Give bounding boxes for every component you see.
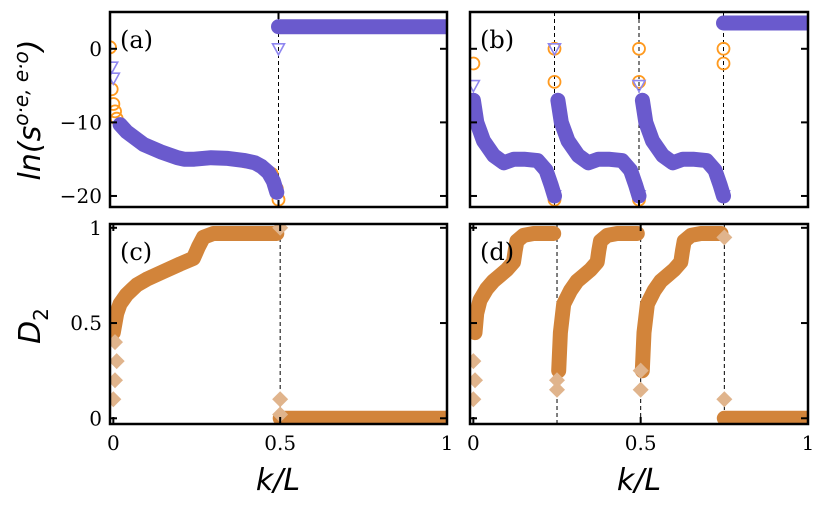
panel-d-label: (d) (480, 238, 514, 266)
data-point (110, 40, 117, 55)
y-axis-title-top-superscript: o·e, e·o (9, 51, 33, 126)
x-tick-label: 0 (107, 431, 120, 455)
y-axis-title-bottom: D2 (13, 308, 53, 344)
data-point (716, 229, 733, 246)
data-point (110, 97, 121, 111)
x-tick-label: 0.5 (264, 431, 296, 455)
panel-b: (b) (468, 10, 810, 209)
data-point (110, 391, 122, 408)
x-tick-label: 1 (441, 431, 454, 455)
y-tick-label: 0 (89, 406, 102, 430)
y-axis-title-bottom-subscript: 2 (29, 308, 53, 321)
x-tick-label: 0 (467, 431, 480, 455)
y-tick-label: −10 (60, 110, 102, 134)
series-line (550, 92, 647, 204)
x-axis-title-right: k/L (617, 463, 661, 498)
data-point (632, 41, 646, 56)
x-tick-label: 1 (802, 431, 815, 455)
data-point (272, 406, 289, 423)
y-tick-label: −20 (60, 184, 102, 208)
y-tick-label: 0 (89, 37, 102, 61)
series-line (634, 92, 731, 204)
data-point (110, 82, 119, 97)
series-line (110, 226, 285, 341)
data-point (470, 353, 482, 370)
series-line (470, 226, 562, 341)
data-point (110, 104, 122, 119)
y-axis-title-top: ln(so·e, e·o) (9, 40, 48, 181)
data-point (110, 334, 124, 351)
y-tick-label: 0.5 (70, 311, 102, 335)
panel-c-label: (c) (120, 238, 152, 266)
data-point (547, 75, 562, 89)
data-point (110, 372, 124, 389)
data-point (549, 372, 566, 389)
series-line (112, 117, 285, 200)
series-line (470, 92, 562, 204)
data-point (631, 79, 647, 94)
panel-d: (d) 0 0.5 1 (467, 222, 815, 455)
data-point (272, 391, 289, 408)
data-point (110, 353, 125, 370)
data-point (716, 41, 731, 56)
panel-a-label: (a) (120, 26, 153, 54)
data-point (470, 56, 481, 71)
data-point (547, 42, 562, 57)
data-point (470, 372, 484, 389)
data-point (549, 381, 566, 398)
data-point (632, 381, 649, 398)
series-line (551, 226, 645, 379)
x-tick-label: 0.5 (625, 431, 657, 455)
panel-a: (a) 0 −10 −20 (60, 10, 449, 209)
panel-b-label: (b) (480, 26, 514, 54)
data-point (110, 61, 120, 75)
y-tick-label: 1 (89, 216, 102, 240)
data-point (271, 42, 286, 57)
panel-c: (c) 0 0.5 1 0 0.5 1 (70, 216, 453, 455)
x-axis-title-left: k/L (256, 463, 300, 498)
data-point (716, 56, 731, 71)
data-point (470, 391, 482, 408)
series-line (634, 226, 729, 379)
data-point (632, 362, 649, 379)
data-point (716, 391, 733, 408)
